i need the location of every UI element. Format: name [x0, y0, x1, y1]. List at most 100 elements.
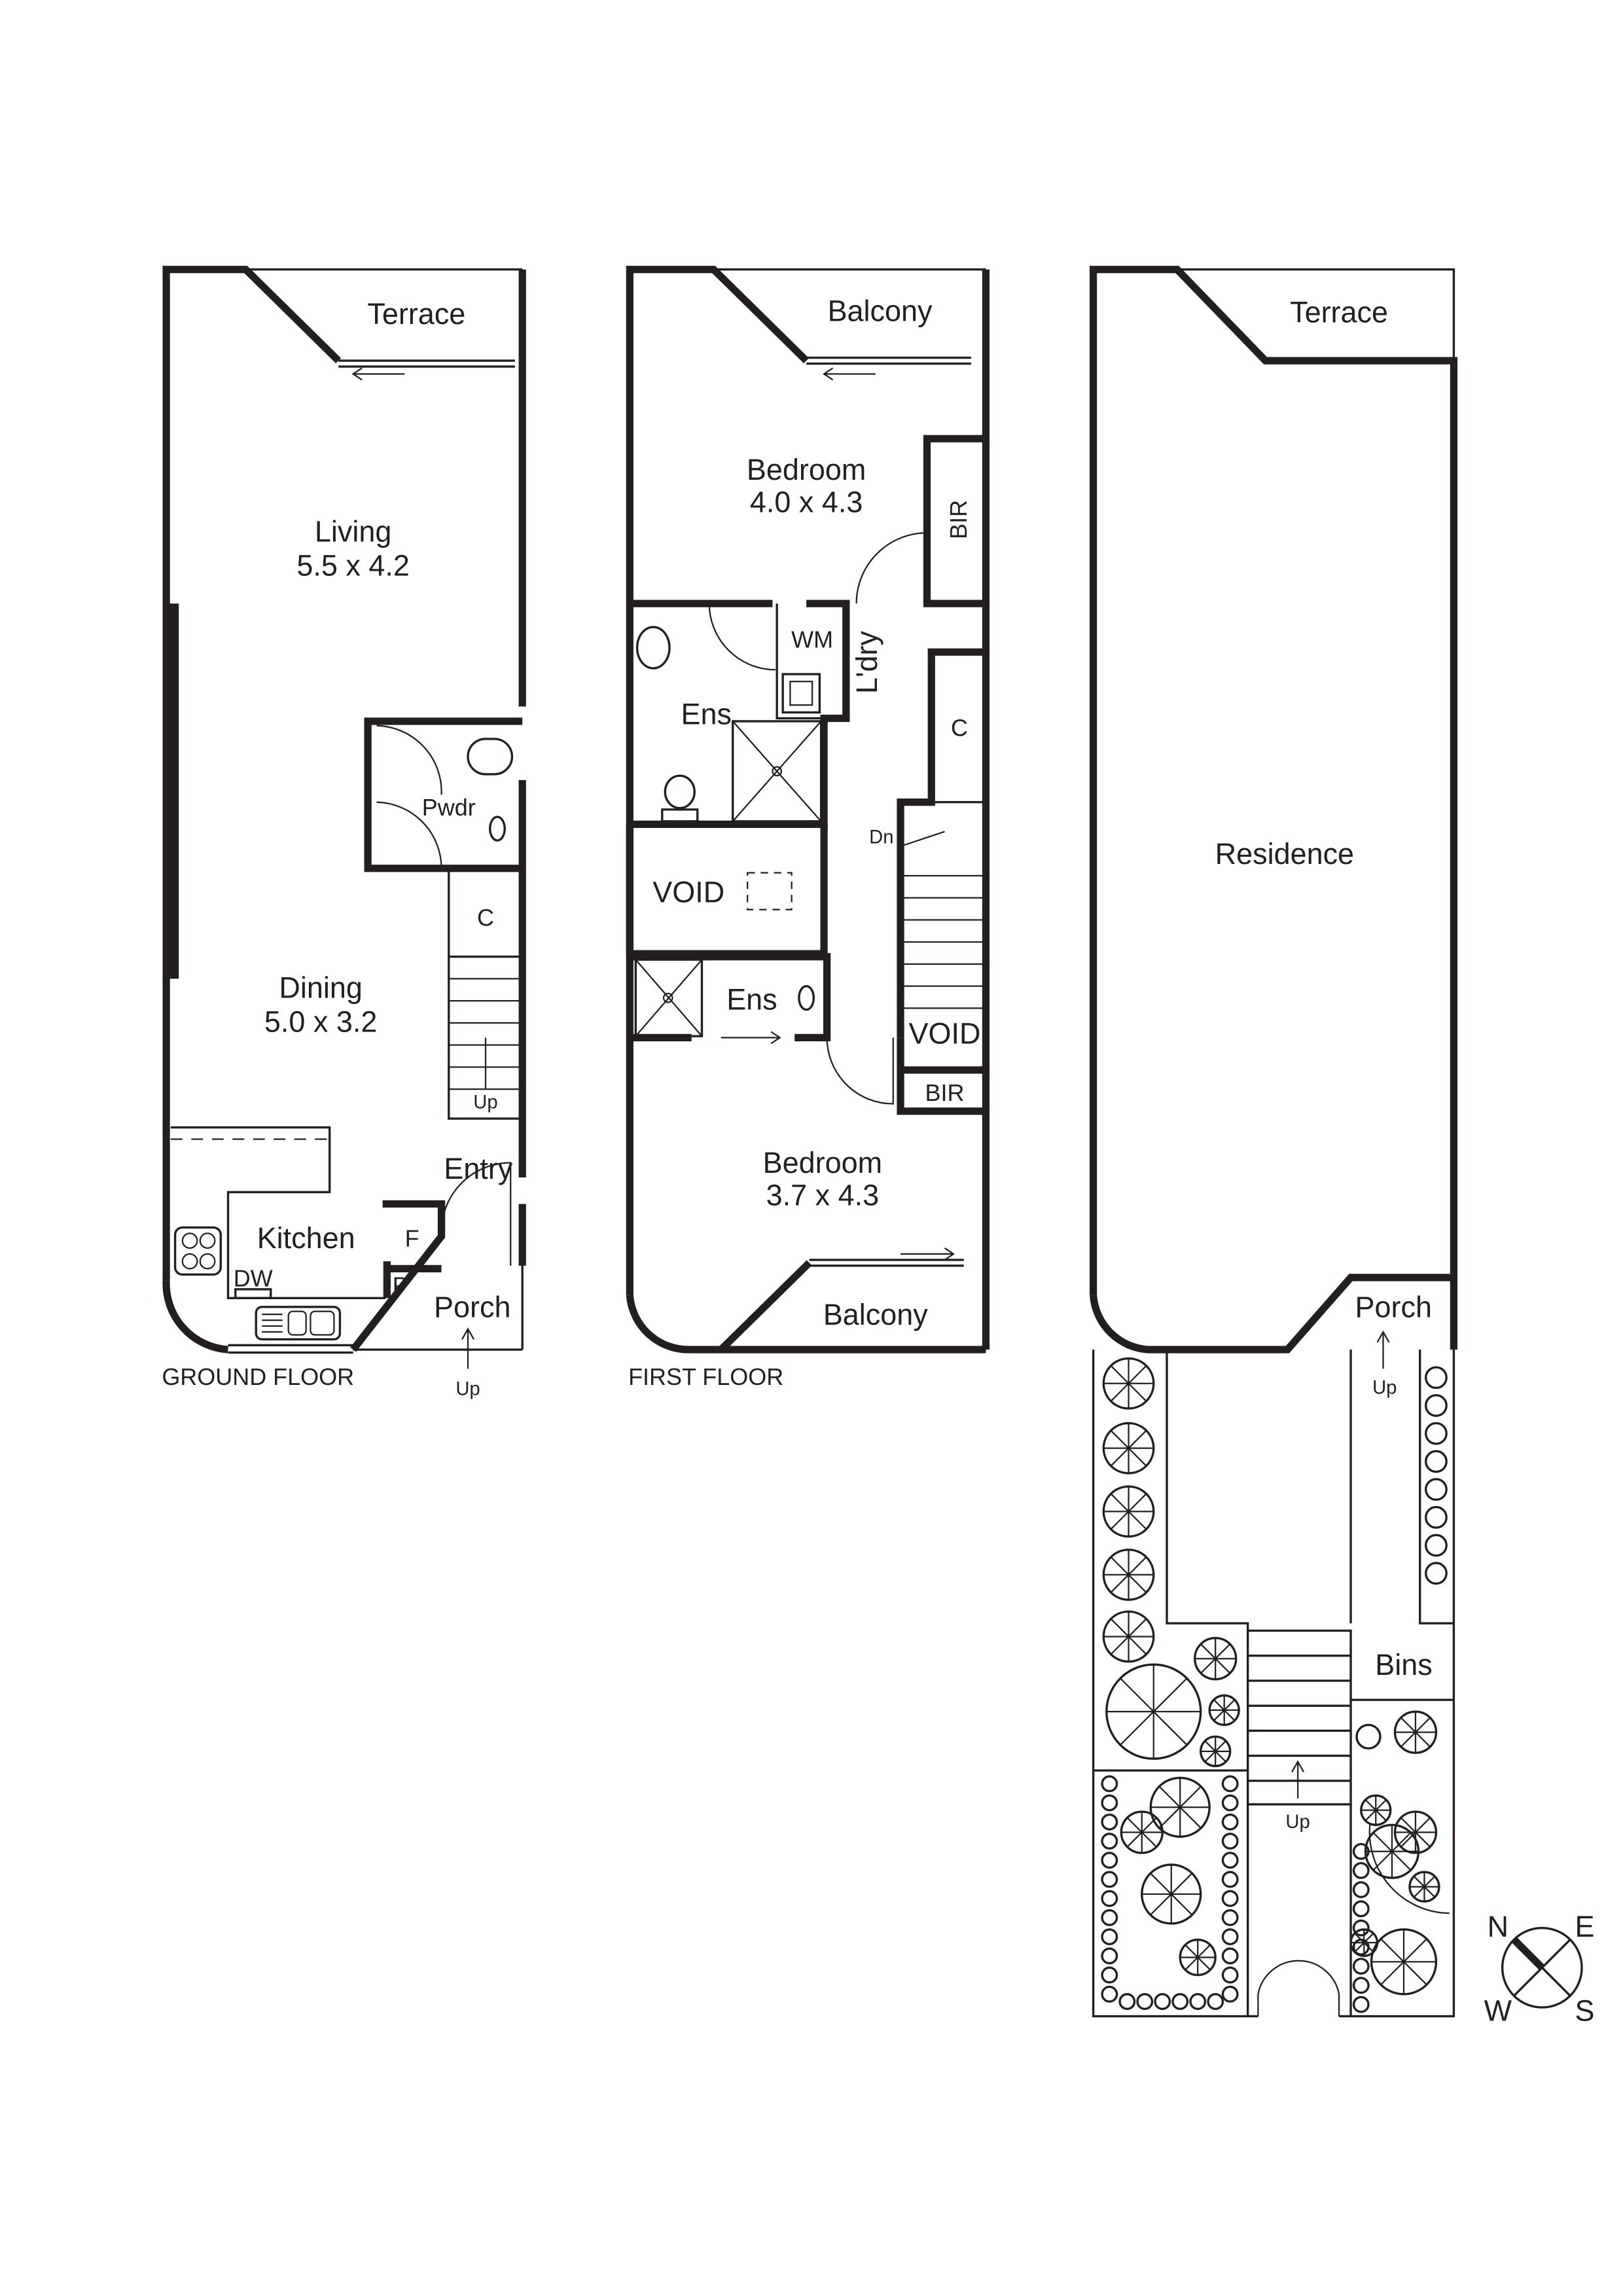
tree-icon [1101, 1909, 1118, 1926]
tree-icon [1149, 1776, 1211, 1838]
tree-icon [1102, 1357, 1155, 1410]
tree-icon [1102, 1485, 1155, 1538]
tree-icon [1352, 1996, 1370, 2013]
tree-icon [1221, 1871, 1239, 1888]
tree-icon [1102, 1422, 1155, 1475]
sliding-door-arrow-icon [901, 1247, 955, 1261]
label-bedroom-1-dims: 4.0 x 4.3 [750, 486, 863, 519]
site-plan [1089, 266, 1458, 2018]
label-balcony-top: Balcony [828, 294, 933, 327]
label-dining: Dining [279, 971, 362, 1005]
label-porch-up: Up [455, 1379, 480, 1400]
ground-floor-caption: GROUND FLOOR [162, 1363, 354, 1390]
label-stairs-up: Up [473, 1092, 497, 1113]
tree-icon [1425, 1422, 1448, 1445]
tree-icon [1408, 1871, 1440, 1903]
label-porch-up: Up [1372, 1377, 1397, 1398]
tree-icon [1221, 1928, 1239, 1946]
label-cupboard: C [477, 904, 494, 931]
ground-floor-plan [162, 266, 526, 1354]
label-bedroom-2-dims: 3.7 x 4.3 [766, 1179, 879, 1212]
tree-icon [1352, 1842, 1370, 1860]
tree-icon [1355, 1723, 1382, 1750]
tree-icon [1352, 1958, 1370, 1975]
label-bedroom-1: Bedroom [747, 453, 866, 486]
label-pantry: P [393, 1272, 408, 1299]
tree-icon [1221, 1890, 1239, 1907]
tree-icon [1221, 1966, 1239, 1984]
tree-icon [1352, 1938, 1370, 1956]
tree-icon [1352, 1881, 1370, 1899]
label-wm: WM [791, 626, 833, 653]
tree-icon [1360, 1794, 1392, 1826]
label-ens-1: Ens [681, 697, 732, 730]
tree-icon [1120, 1810, 1164, 1854]
tree-icon [1352, 1900, 1370, 1918]
tree-icon [1352, 1862, 1370, 1879]
tree-icon [1101, 1833, 1118, 1850]
tree-icon [1221, 1909, 1239, 1926]
tree-icon [1189, 1993, 1207, 2011]
tree-icon [1425, 1366, 1448, 1390]
tree-icon [1393, 1810, 1438, 1854]
tree-icon [1101, 1794, 1118, 1812]
tree-icon [1101, 1890, 1118, 1907]
label-dining-dims: 5.0 x 3.2 [264, 1005, 377, 1038]
tree-icon [1101, 1966, 1118, 1984]
label-living: Living [315, 515, 391, 548]
tree-icon [1221, 1985, 1239, 2003]
label-dishwasher: DW [234, 1265, 273, 1291]
tree-icon [1101, 1775, 1118, 1793]
garden-trees [1101, 1357, 1448, 2013]
tree-icon [1101, 1813, 1118, 1831]
first-floor-caption: FIRST FLOOR [628, 1363, 783, 1390]
tree-icon [1221, 1775, 1239, 1793]
compass-e: E [1575, 1910, 1595, 1943]
tree-icon [1221, 1813, 1239, 1831]
tree-icon [1105, 1663, 1202, 1760]
label-porch: Porch [434, 1291, 510, 1324]
tree-icon [1102, 1610, 1155, 1663]
tree-icon [1221, 1852, 1239, 1869]
tree-icon [1425, 1562, 1448, 1585]
label-bedroom-2: Bedroom [763, 1146, 882, 1179]
label-terrace: Terrace [1290, 296, 1388, 329]
label-cupboard: C [951, 714, 968, 741]
tree-icon [1352, 1977, 1370, 1994]
label-terrace: Terrace [367, 297, 465, 331]
label-void-2: VOID [909, 1016, 981, 1050]
label-ens-2: Ens [726, 983, 777, 1016]
label-stairs-up: Up [1285, 1812, 1310, 1833]
label-stairs-dn: Dn [869, 827, 893, 848]
compass-s: S [1575, 1994, 1595, 2027]
label-kitchen: Kitchen [257, 1221, 355, 1255]
tree-icon [1102, 1549, 1155, 1601]
tree-icon [1136, 1993, 1154, 2011]
label-bir-2: BIR [925, 1079, 964, 1106]
tree-icon [1154, 1993, 1171, 2011]
tree-icon [1141, 1863, 1202, 1925]
compass-icon [1501, 1926, 1583, 2009]
tree-icon [1425, 1534, 1448, 1557]
tree-icon [1101, 1985, 1118, 2003]
label-void-1: VOID [652, 876, 724, 909]
tree-icon [1194, 1637, 1238, 1681]
label-bins: Bins [1375, 1648, 1432, 1681]
tree-icon [1425, 1478, 1448, 1501]
sliding-door-arrow-icon [351, 367, 405, 381]
sliding-door-arrow-icon [823, 367, 876, 381]
label-residence: Residence [1215, 837, 1354, 870]
label-living-dims: 5.5 x 4.2 [296, 548, 409, 582]
tree-icon [1179, 1938, 1217, 1977]
tree-icon [1221, 1794, 1239, 1812]
tree-icon [1207, 1993, 1224, 2011]
label-laundry: L'dry [850, 630, 883, 694]
label-balcony-bottom: Balcony [823, 1298, 928, 1331]
tree-icon [1101, 1947, 1118, 1965]
label-pwdr: Pwdr [422, 794, 476, 821]
compass-n: N [1488, 1910, 1508, 1943]
label-fridge: F [405, 1225, 419, 1252]
label-entry: Entry [444, 1152, 512, 1185]
up-arrow-icon [461, 1327, 474, 1369]
